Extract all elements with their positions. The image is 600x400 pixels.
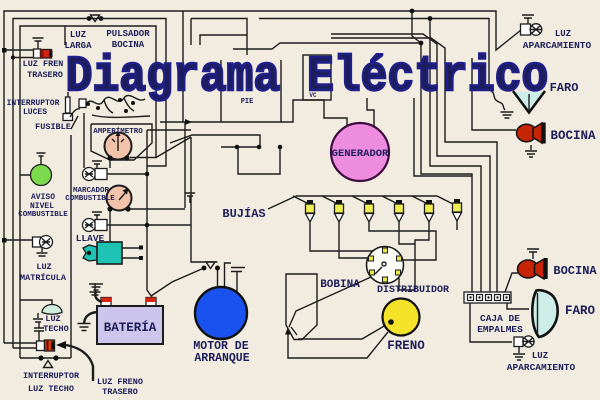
svg-text:CAJA DE: CAJA DE	[480, 313, 520, 324]
svg-text:COMBUSTIBLE: COMBUSTIBLE	[65, 195, 115, 203]
svg-text:LUCES: LUCES	[23, 108, 47, 117]
svg-text:APARCAMIENTO: APARCAMIENTO	[507, 362, 576, 373]
svg-text:LUZ: LUZ	[36, 262, 51, 272]
svg-text:ARRANQUE: ARRANQUE	[194, 352, 249, 365]
svg-text:AMPERÍMETRO: AMPERÍMETRO	[93, 127, 143, 136]
svg-text:FUSIBLE: FUSIBLE	[35, 122, 71, 132]
svg-text:SL: SL	[309, 68, 317, 75]
svg-text:MOTOR DE: MOTOR DE	[193, 340, 248, 353]
svg-text:LUZ TECHO: LUZ TECHO	[28, 384, 74, 394]
svg-text:NIVEL: NIVEL	[30, 202, 54, 211]
svg-text:TRASERO: TRASERO	[102, 387, 138, 397]
svg-text:EMPALMES: EMPALMES	[477, 324, 523, 335]
svg-text:BOBINA: BOBINA	[320, 279, 360, 291]
svg-text:FARO: FARO	[565, 304, 596, 318]
svg-text:Diagrama Eléctrico: Diagrama Eléctrico	[66, 49, 549, 106]
svg-text:GENERADOR: GENERADOR	[332, 148, 389, 160]
svg-text:DISTRIBUIDOR: DISTRIBUIDOR	[377, 285, 449, 296]
svg-text:LUZ FREN: LUZ FREN	[23, 59, 64, 69]
svg-text:TECHO: TECHO	[43, 324, 69, 334]
svg-text:BATERÍA: BATERÍA	[104, 320, 157, 335]
svg-text:AVISO: AVISO	[31, 193, 55, 202]
svg-text:APARCAMIENTO: APARCAMIENTO	[523, 40, 592, 51]
svg-text:TRASERO: TRASERO	[27, 70, 63, 80]
svg-text:FRENO: FRENO	[387, 339, 425, 353]
svg-text:LUZ: LUZ	[70, 30, 86, 40]
svg-text:BUJÍAS: BUJÍAS	[222, 206, 265, 221]
svg-text:MATRÍCULA: MATRÍCULA	[20, 272, 67, 283]
svg-text:PULSADOR: PULSADOR	[106, 29, 150, 39]
svg-text:LUZ: LUZ	[45, 314, 60, 324]
svg-text:LLAVE: LLAVE	[76, 233, 105, 244]
svg-text:LUZ: LUZ	[532, 351, 548, 361]
svg-text:VC: VC	[309, 92, 317, 99]
svg-text:LUZ FRENO: LUZ FRENO	[97, 377, 143, 387]
svg-text:INTERRUPTOR: INTERRUPTOR	[7, 99, 60, 108]
svg-text:INTERRUPTOR: INTERRUPTOR	[23, 371, 80, 381]
svg-text:BOCINA: BOCINA	[553, 264, 597, 278]
svg-text:COMBUSTIBLE: COMBUSTIBLE	[18, 211, 68, 219]
svg-text:FARO: FARO	[550, 81, 579, 95]
svg-text:MARCADOR: MARCADOR	[73, 187, 110, 195]
svg-text:XR: XR	[309, 80, 317, 87]
svg-text:LUZ: LUZ	[555, 29, 571, 39]
svg-text:BOCINA: BOCINA	[550, 129, 596, 143]
svg-text:BOCINA: BOCINA	[112, 40, 145, 50]
svg-text:PIE: PIE	[241, 98, 254, 106]
svg-text:LARGA: LARGA	[64, 41, 92, 51]
